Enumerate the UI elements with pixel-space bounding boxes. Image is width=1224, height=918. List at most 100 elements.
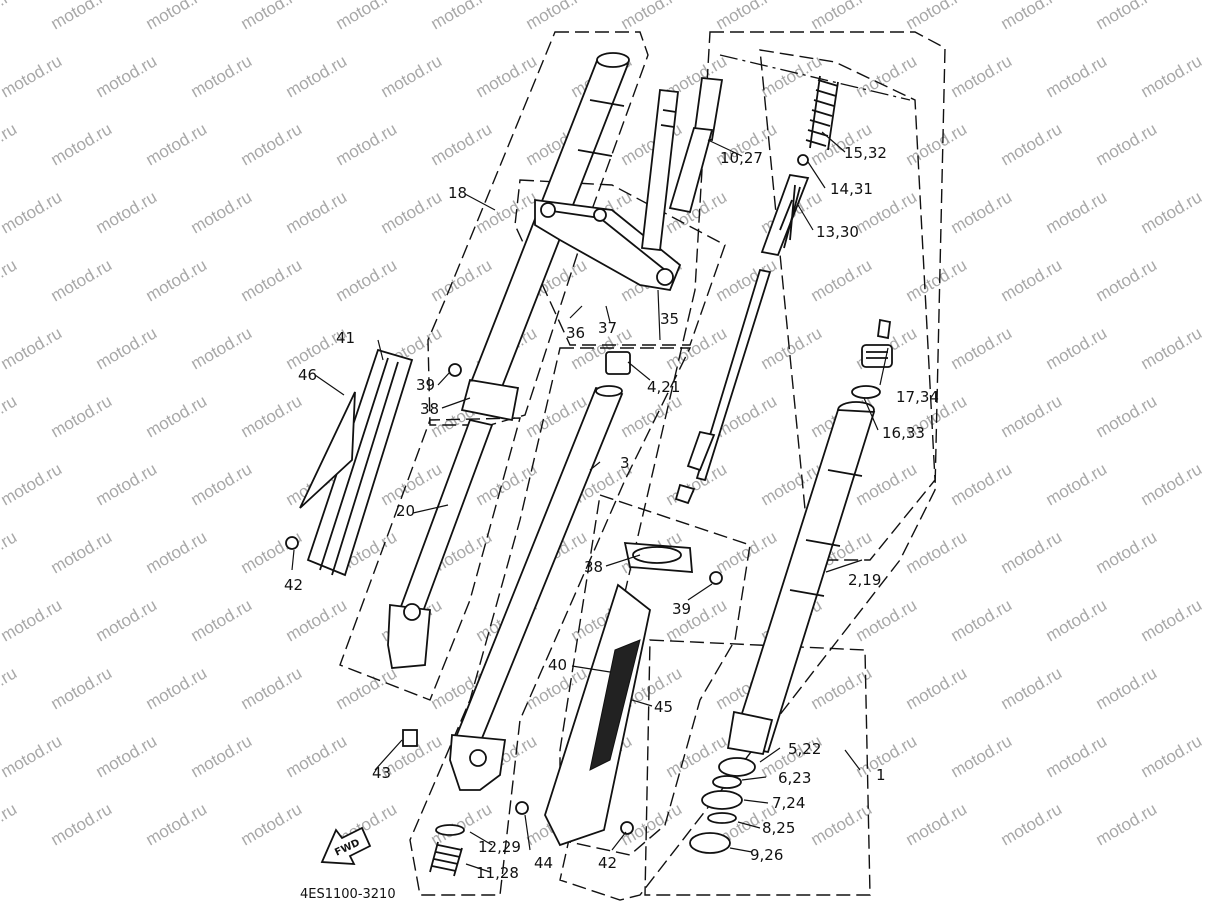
watermark-text: motod.ru <box>853 459 921 509</box>
bleed-screw-43 <box>402 729 418 747</box>
watermark-text: motod.ru <box>1043 51 1111 101</box>
watermark-text: motod.ru <box>1138 323 1206 373</box>
watermark-text: motod.ru <box>48 119 116 169</box>
watermark-text: motod.ru <box>1138 731 1206 781</box>
watermark-text: motod.ru <box>143 391 211 441</box>
watermark-text: motod.ru <box>0 731 65 781</box>
triple-clamp <box>534 198 682 292</box>
lower-spring <box>429 824 465 877</box>
watermark-text: motod.ru <box>93 731 161 781</box>
label-part-11-28: 11,28 <box>476 864 519 882</box>
watermark-text: motod.ru <box>713 255 781 305</box>
bolt-39-left <box>448 363 462 377</box>
watermark-text: motod.ru <box>618 391 686 441</box>
watermark-text: motod.ru <box>998 527 1066 577</box>
cartridge-upper <box>668 77 724 214</box>
watermark-text: motod.ru <box>143 0 211 33</box>
watermark-text: motod.ru <box>1093 799 1161 849</box>
inner-tube-group-outline <box>339 417 521 701</box>
label-part-46: 46 <box>298 366 317 384</box>
label-part-40: 40 <box>548 656 567 674</box>
watermark-text: motod.ru <box>523 0 591 33</box>
label-part-38-left: 38 <box>420 400 439 418</box>
watermark-text: motod.ru <box>998 663 1066 713</box>
watermark-text: motod.ru <box>48 0 116 33</box>
watermark-text: motod.ru <box>1093 663 1161 713</box>
watermark-text: motod.ru <box>0 663 20 713</box>
drawing-code: 4ES1100-3210 <box>300 887 396 902</box>
bracket-group-outline <box>514 179 726 346</box>
watermark-text: motod.ru <box>948 323 1016 373</box>
label-part-43: 43 <box>372 764 391 782</box>
label-part-37: 37 <box>598 319 617 337</box>
watermark-text: motod.ru <box>713 0 781 33</box>
watermark-text: motod.ru <box>283 595 351 645</box>
bolt-44 <box>515 801 529 815</box>
watermark-text: motod.ru <box>48 663 116 713</box>
watermark-text: motod.ru <box>948 51 1016 101</box>
watermark-text: motod.ru <box>1043 459 1111 509</box>
spring-seat <box>797 154 809 166</box>
lower-tube-3 <box>449 351 631 791</box>
label-part-13-30: 13,30 <box>816 223 859 241</box>
watermark-text: motod.ru <box>998 255 1066 305</box>
label-part-42-left: 42 <box>284 576 303 594</box>
watermark-text: motod.ru <box>0 459 65 509</box>
watermark-text: motod.ru <box>1138 51 1206 101</box>
watermark-text: motod.ru <box>0 527 20 577</box>
watermark-text: motod.ru <box>903 119 971 169</box>
bolt-39-right <box>709 571 723 585</box>
label-part-2-19: 2,19 <box>848 571 881 589</box>
label-part-1: 1 <box>876 766 886 784</box>
watermark-text: motod.ru <box>903 0 971 33</box>
label-part-20: 20 <box>396 502 415 520</box>
watermark-text: motod.ru <box>238 0 306 33</box>
watermark-text: motod.ru <box>48 527 116 577</box>
watermark-text: motod.ru <box>758 51 826 101</box>
watermark-text: motod.ru <box>808 255 876 305</box>
watermark-text: motod.ru <box>93 459 161 509</box>
watermark-text: motod.ru <box>48 391 116 441</box>
watermark-text: motod.ru <box>48 799 116 849</box>
watermark-text: motod.ru <box>188 595 256 645</box>
watermark-text: motod.ru <box>143 255 211 305</box>
fork-guard-right <box>544 583 651 847</box>
label-part-17-34: 17,34 <box>896 388 939 406</box>
watermark-text: motod.ru <box>0 0 20 33</box>
label-part-14-31: 14,31 <box>830 180 873 198</box>
inner-tube-left <box>387 418 494 669</box>
watermark-text: motod.ru <box>1093 119 1161 169</box>
watermark-text: motod.ru <box>948 459 1016 509</box>
watermark-text: motod.ru <box>238 799 306 849</box>
watermark-text: motod.ru <box>333 0 401 33</box>
watermark-text: motod.ru <box>428 119 496 169</box>
watermark-text: motod.ru <box>1043 187 1111 237</box>
label-part-6-23: 6,23 <box>778 769 811 787</box>
label-part-45: 45 <box>654 698 673 716</box>
watermark-text: motod.ru <box>238 663 306 713</box>
watermark-text: motod.ru <box>903 663 971 713</box>
watermark-text: motod.ru <box>143 119 211 169</box>
watermark-text: motod.ru <box>998 391 1066 441</box>
label-part-10-27: 10,27 <box>720 149 763 167</box>
watermark-text: motod.ru <box>143 527 211 577</box>
watermark-text: motod.ru <box>428 255 496 305</box>
steering-stem <box>641 89 679 251</box>
watermark-text: motod.ru <box>1093 0 1161 33</box>
damper-rod <box>674 173 810 505</box>
leader-lines <box>291 131 889 873</box>
watermark-text: motod.ru <box>333 119 401 169</box>
outer-tube-right <box>726 401 876 756</box>
watermark-text: motod.ru <box>283 187 351 237</box>
watermark-text: motod.ru <box>283 731 351 781</box>
watermark-text: motod.ru <box>428 0 496 33</box>
watermark-text: motod.ru <box>143 799 211 849</box>
watermark-text: motod.ru <box>1043 731 1111 781</box>
watermark-text: motod.ru <box>93 323 161 373</box>
watermark-text: motod.ru <box>1093 255 1161 305</box>
label-part-18: 18 <box>448 184 467 202</box>
fork-guard-left <box>285 348 414 577</box>
watermark-text: motod.ru <box>903 799 971 849</box>
watermark-text: motod.ru <box>238 391 306 441</box>
watermark-text: motod.ru <box>283 51 351 101</box>
